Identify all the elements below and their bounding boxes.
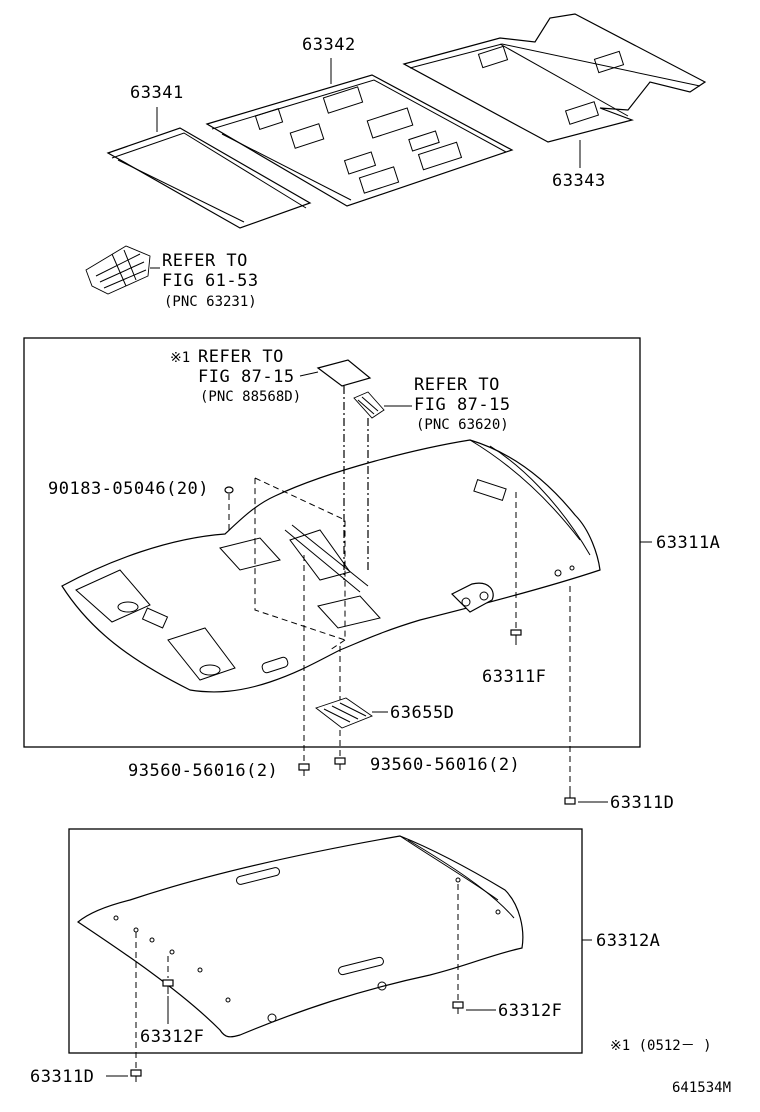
screw-icon [130,1069,142,1082]
headliner-63312A [76,835,524,1038]
label-63312F-right: 63312F [498,1001,562,1021]
label-63312A: 63312A [596,931,660,951]
pad-icon [315,697,373,729]
refer2-line2: FIG 87-15 [198,367,295,387]
pad-63343 [402,13,707,143]
screw-icon [298,763,310,776]
headliner-63311A [61,439,601,693]
label-63342: 63342 [302,35,356,55]
refer3-line2: FIG 87-15 [414,395,511,415]
refer1-line3: (PNC 63231) [164,294,257,310]
refer3-line3: (PNC 63620) [416,417,509,433]
refer3-line1: REFER TO [414,375,500,395]
screw-icon [510,629,522,645]
label-63311D-bottom: 63311D [30,1067,94,1087]
clip-label: 90183-05046(20) [48,479,209,499]
label-63311F: 63311F [482,667,546,687]
screw-icon [334,757,346,770]
diagram-id: 641534M [672,1080,731,1096]
label-63311A: 63311A [656,533,720,553]
frame-63312A [68,828,583,1054]
effective-date-note: ※1 (0512－ ) [610,1038,712,1054]
bracket-icon [85,245,151,295]
lamp-icon [316,359,372,387]
label-63655D: 63655D [390,703,454,723]
clip-icon [353,391,385,419]
screw-icon [162,979,174,994]
refer2-line1: REFER TO [198,347,284,367]
label-63312F-left: 63312F [140,1027,204,1047]
refer1-line1: REFER TO [162,251,248,271]
refer1-line2: FIG 61-53 [162,271,259,291]
label-63343: 63343 [552,171,606,191]
screw-icon [564,790,576,805]
label-63311D-top: 63311D [610,793,674,813]
screw-right-label: 93560-56016(2) [370,755,520,775]
refer2-line3: (PNC 88568D) [200,389,301,405]
refer2-mark: ※1 [170,350,190,366]
pad-63342 [205,74,514,207]
pad-63341 [106,127,312,229]
screw-left-label: 93560-56016(2) [128,761,278,781]
label-63341: 63341 [130,83,184,103]
screw-icon [452,1001,464,1014]
